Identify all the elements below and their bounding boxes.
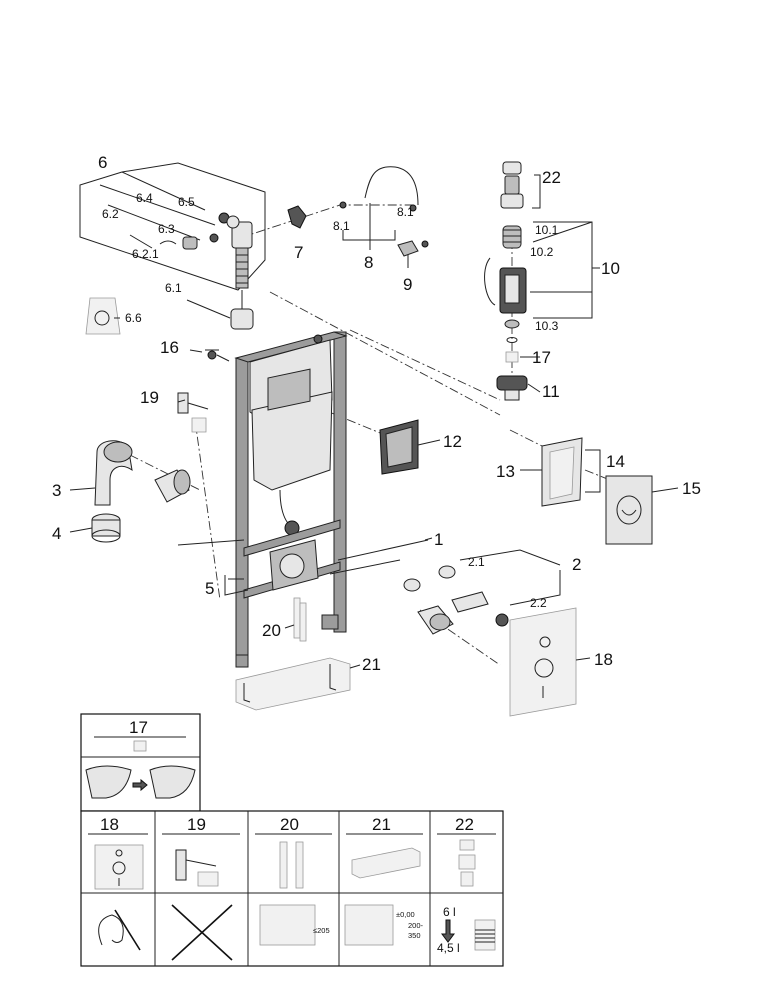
callout-7: 7 bbox=[294, 243, 303, 262]
frame-upright-left bbox=[235, 357, 249, 659]
panel-22-title: 22 bbox=[455, 815, 474, 834]
callout-6: 6 bbox=[98, 153, 107, 172]
callout-20: 20 bbox=[262, 621, 281, 640]
callout-16: 16 bbox=[160, 338, 179, 357]
clip-6-2 bbox=[159, 240, 177, 245]
callout-6-2: 6.2 bbox=[102, 207, 119, 221]
installation-frame bbox=[205, 331, 348, 668]
bag-6-6 bbox=[85, 297, 121, 335]
float-10-1 bbox=[502, 225, 522, 249]
callout-14: 14 bbox=[606, 452, 625, 471]
callout-6-1: 6.1 bbox=[165, 281, 182, 295]
ear-icon bbox=[98, 914, 124, 946]
callout-8: 8 bbox=[364, 253, 373, 272]
callout-6-5: 6.5 bbox=[178, 195, 195, 209]
arrow-icon bbox=[132, 778, 148, 792]
callout-1: 1 bbox=[434, 530, 443, 549]
valve-part-6-3 bbox=[182, 236, 198, 250]
callout-15: 15 bbox=[682, 479, 701, 498]
sound-insulation-18 bbox=[509, 607, 577, 717]
callout-17: 17 bbox=[532, 348, 551, 367]
callout-2: 2 bbox=[572, 555, 581, 574]
callout-18: 18 bbox=[594, 650, 613, 669]
bracket-7 bbox=[287, 205, 307, 229]
pan-connector-3-4 bbox=[91, 440, 191, 543]
dim-max-205: ≤205 bbox=[313, 926, 330, 935]
seal-6-4 bbox=[209, 233, 219, 243]
panel-21-title: 21 bbox=[372, 815, 391, 834]
dim-6l: 6 l bbox=[443, 905, 456, 919]
callout-13: 13 bbox=[496, 462, 515, 481]
flush-outlet-11 bbox=[496, 375, 528, 391]
angle-valve-9 bbox=[397, 240, 419, 257]
frame-upright-right bbox=[333, 331, 347, 633]
panel-17-title: 17 bbox=[129, 718, 148, 737]
cistern-volume-icon bbox=[474, 919, 496, 951]
callout-21: 21 bbox=[362, 655, 381, 674]
panel-18-title: 18 bbox=[100, 815, 119, 834]
part-group-6 bbox=[79, 162, 266, 335]
float-cup bbox=[230, 308, 254, 330]
callout-19: 19 bbox=[140, 388, 159, 407]
callout-10-2: 10.2 bbox=[530, 245, 554, 259]
dim-zero: ±0,00 bbox=[396, 910, 415, 919]
outlet-pipe-2 bbox=[451, 591, 489, 613]
callout-10-1: 10.1 bbox=[535, 223, 559, 237]
fill-valve-stem bbox=[235, 247, 249, 289]
toilet-bowl-before bbox=[85, 765, 132, 799]
callout-4: 4 bbox=[52, 524, 61, 543]
support-bracket-21 bbox=[235, 657, 351, 711]
panel-20-title: 20 bbox=[280, 815, 299, 834]
callout-6-2-1: 6.2.1 bbox=[132, 247, 159, 261]
callout-8-1-a: 8.1 bbox=[333, 219, 350, 233]
dim-4-5l: 4,5 l bbox=[437, 941, 460, 955]
dim-200: 200- bbox=[408, 921, 424, 930]
callout-6-3: 6.3 bbox=[158, 222, 175, 236]
flex-hose-8 bbox=[364, 166, 419, 206]
part-group-12-15 bbox=[379, 419, 653, 545]
leader-lines bbox=[69, 234, 679, 669]
callout-10-3: 10.3 bbox=[535, 319, 559, 333]
callout-labels: 6 6.4 6.5 6.2 6.3 6.2.1 6.1 6.6 7 8.1 8.… bbox=[52, 153, 701, 674]
flush-plate-15 bbox=[605, 475, 653, 545]
callout-5: 5 bbox=[205, 579, 214, 598]
part-group-flush-valve bbox=[484, 161, 600, 401]
panel-19-title: 19 bbox=[187, 815, 206, 834]
bolt-16 bbox=[207, 350, 217, 360]
dim-350: 350 bbox=[408, 931, 421, 940]
part-22-top bbox=[502, 161, 522, 175]
callout-9: 9 bbox=[403, 275, 412, 294]
part-17 bbox=[505, 351, 519, 363]
callout-2-2: 2.2 bbox=[530, 596, 547, 610]
wall-bracket-19 bbox=[177, 392, 209, 433]
callout-12: 12 bbox=[443, 432, 462, 451]
cistern-opening bbox=[267, 368, 311, 411]
accessory-panels: 17 18 19 20 ≤20 bbox=[80, 713, 504, 967]
callout-6-6: 6.6 bbox=[125, 311, 142, 325]
arrow-down-icon bbox=[441, 919, 455, 943]
part-group-7-8-9 bbox=[287, 166, 429, 268]
callout-22: 22 bbox=[542, 168, 561, 187]
toilet-bowl-after bbox=[149, 765, 196, 799]
callout-2-1: 2.1 bbox=[468, 555, 485, 569]
callout-8-1-b: 8.1 bbox=[397, 205, 414, 219]
callout-10: 10 bbox=[601, 259, 620, 278]
callout-11: 11 bbox=[542, 382, 560, 401]
part-group-1-2-18-21 bbox=[235, 539, 577, 717]
callout-3: 3 bbox=[52, 481, 61, 500]
callout-6-4: 6.4 bbox=[136, 191, 153, 205]
